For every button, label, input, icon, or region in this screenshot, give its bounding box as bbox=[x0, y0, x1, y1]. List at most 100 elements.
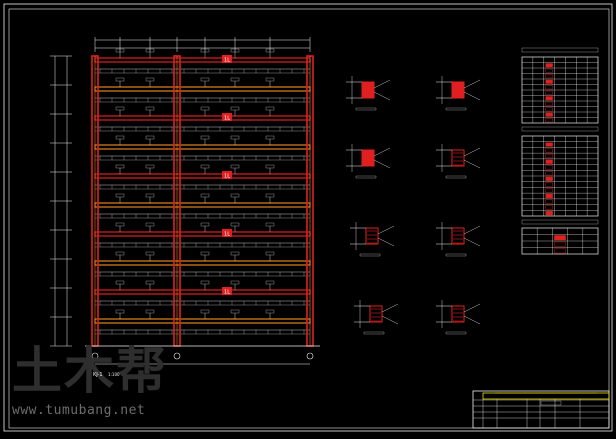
leader-tag bbox=[115, 280, 125, 285]
section-caption bbox=[355, 107, 377, 111]
table-cell-mark bbox=[545, 142, 553, 147]
leader-tag bbox=[265, 280, 275, 285]
leader-tag bbox=[200, 251, 210, 256]
leader-tag bbox=[115, 193, 125, 198]
leader-tag bbox=[200, 309, 210, 314]
leader-tag bbox=[145, 222, 155, 227]
table-cell-mark bbox=[545, 101, 553, 106]
section-detail-7 bbox=[354, 300, 399, 335]
leader-tag bbox=[230, 251, 240, 256]
leader-tag bbox=[115, 106, 125, 111]
leader-tag bbox=[200, 193, 210, 198]
leader-tag bbox=[145, 164, 155, 169]
inner-border bbox=[8, 8, 610, 429]
section-leader bbox=[463, 79, 481, 89]
table-cell-mark bbox=[545, 118, 553, 123]
story-tag: 1L bbox=[224, 290, 230, 296]
table-title-2 bbox=[521, 126, 599, 132]
section-leader-lower bbox=[381, 315, 399, 325]
section-caption bbox=[445, 175, 467, 179]
story-tag-box bbox=[222, 287, 232, 295]
watermark-url: www.tumubang.net bbox=[12, 403, 146, 418]
leader-tag bbox=[115, 251, 125, 256]
leader-tag bbox=[145, 135, 155, 140]
section-leader bbox=[377, 225, 395, 235]
rebar-table-2 bbox=[521, 135, 599, 217]
section-outline bbox=[361, 149, 375, 167]
table-cell-mark bbox=[545, 63, 553, 68]
rebar-table-3 bbox=[521, 227, 599, 255]
grid-bubble bbox=[91, 352, 99, 360]
section-leader-lower bbox=[463, 91, 481, 101]
table-cell-mark bbox=[545, 182, 553, 187]
leader-tag bbox=[265, 106, 275, 111]
section-outline bbox=[451, 81, 465, 99]
section-outline bbox=[451, 149, 465, 167]
leader-tag bbox=[230, 48, 240, 53]
story-tag-box bbox=[222, 229, 232, 237]
section-leader-lower bbox=[463, 159, 481, 169]
table-cell-mark bbox=[554, 248, 566, 254]
leader-tag bbox=[265, 48, 275, 53]
section-leader bbox=[373, 79, 391, 89]
table-cell-mark bbox=[545, 96, 553, 101]
leader-tag bbox=[265, 135, 275, 140]
grid-bubble bbox=[306, 352, 314, 360]
table-title-3 bbox=[521, 219, 599, 225]
table-cell-mark bbox=[545, 165, 553, 170]
leader-tag bbox=[145, 309, 155, 314]
leader-tag bbox=[230, 280, 240, 285]
section-detail-5 bbox=[350, 222, 395, 257]
leader-tag bbox=[265, 309, 275, 314]
section-detail-8 bbox=[436, 300, 481, 335]
frame-title-label: KJ-1 bbox=[93, 372, 103, 378]
leader-tag bbox=[145, 193, 155, 198]
leader-tag bbox=[200, 48, 210, 53]
leader-tag bbox=[200, 106, 210, 111]
leader-tag bbox=[145, 106, 155, 111]
section-outline bbox=[361, 81, 375, 99]
leader-tag bbox=[230, 193, 240, 198]
leader-tag bbox=[230, 222, 240, 227]
story-tag: 1L bbox=[224, 116, 230, 122]
leader-tag bbox=[145, 77, 155, 82]
table-cell-mark bbox=[545, 68, 553, 73]
leader-tag bbox=[200, 135, 210, 140]
leader-tag bbox=[265, 193, 275, 198]
section-caption bbox=[359, 253, 381, 257]
table-cell-mark bbox=[545, 107, 553, 112]
section-leader-lower bbox=[463, 237, 481, 247]
rebar-table-1 bbox=[521, 56, 599, 124]
section-leader bbox=[463, 303, 481, 313]
table-cell-mark bbox=[545, 205, 553, 210]
section-detail-2 bbox=[436, 76, 481, 111]
table-cell-mark bbox=[545, 176, 553, 181]
section-outline bbox=[365, 227, 379, 245]
watermark-logo: 土木帮 bbox=[12, 342, 168, 400]
section-leader bbox=[373, 147, 391, 157]
table-cell-mark bbox=[545, 171, 553, 176]
outer-border bbox=[3, 3, 613, 432]
leader-tag bbox=[200, 164, 210, 169]
section-outline bbox=[451, 227, 465, 245]
leader-tag bbox=[230, 164, 240, 169]
section-caption bbox=[445, 253, 467, 257]
section-leader-lower bbox=[373, 91, 391, 101]
story-tag: 1L bbox=[224, 232, 230, 238]
table-cell-mark bbox=[545, 188, 553, 193]
leader-tag bbox=[200, 77, 210, 82]
grid-bubble bbox=[173, 352, 181, 360]
section-detail-6 bbox=[436, 222, 481, 257]
leader-tag bbox=[115, 135, 125, 140]
table-cell-mark bbox=[545, 153, 553, 159]
section-leader-lower bbox=[377, 237, 395, 247]
section-detail-3 bbox=[346, 144, 391, 179]
table-title-1 bbox=[521, 47, 599, 53]
leader-tag bbox=[230, 77, 240, 82]
leader-tag bbox=[265, 164, 275, 169]
leader-tag bbox=[145, 251, 155, 256]
table-cell-mark bbox=[545, 199, 553, 204]
